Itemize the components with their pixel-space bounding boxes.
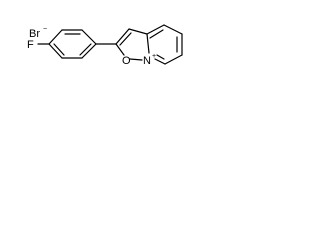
bromide-charge: − xyxy=(43,26,47,33)
isoxazole-ring xyxy=(115,28,150,61)
fluorine-label: F xyxy=(27,39,34,51)
bond xyxy=(128,28,148,35)
double-bond-line xyxy=(149,29,164,39)
double-bond-line xyxy=(79,43,92,56)
double-bond-line xyxy=(53,43,65,56)
double-bond-line xyxy=(156,54,165,60)
bond xyxy=(154,58,166,65)
oxygen-label: O xyxy=(122,55,131,67)
nitrogen-label: N xyxy=(143,55,151,67)
bond xyxy=(146,33,150,54)
bond xyxy=(48,29,63,45)
bond xyxy=(81,43,97,59)
nitrogen-charge: + xyxy=(152,53,156,60)
bond xyxy=(115,43,125,56)
pyridinium-ring xyxy=(146,24,183,65)
bond xyxy=(164,54,183,65)
bond xyxy=(81,29,97,45)
bond xyxy=(129,58,143,61)
bromide-label: Br xyxy=(29,28,40,40)
bond xyxy=(48,43,63,59)
fluorophenyl-ring xyxy=(48,29,97,59)
structure-canvas: Br − F O N + xyxy=(0,0,232,88)
bond xyxy=(115,28,130,45)
chemical-structure: Br − F O N + xyxy=(27,24,183,67)
bond xyxy=(146,24,165,35)
double-bond-line xyxy=(119,32,132,46)
bond xyxy=(163,24,183,35)
